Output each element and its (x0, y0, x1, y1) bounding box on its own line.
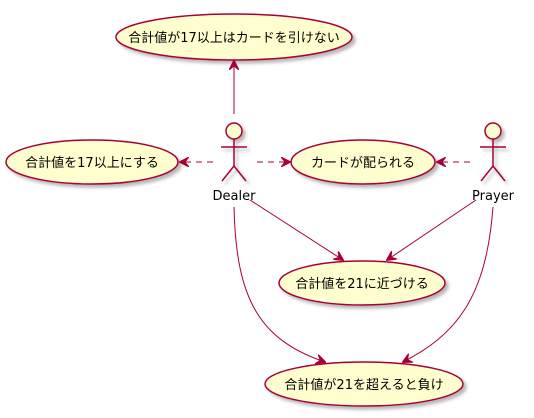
usecase-over-21-lose-label: 合計値が21を超えると負け (284, 377, 443, 393)
usecase-dealt-label: カードが配られる (311, 156, 415, 171)
usecase-cannot-draw-label: 合計値が17以上はカードを引けない (128, 30, 340, 46)
actor-prayer (480, 122, 506, 182)
arrow-prayer-to-approach-21 (387, 199, 477, 260)
usecase-approach-21-label: 合計値を21に近づける (295, 276, 429, 292)
actor-dealer-label: Dealer (213, 189, 257, 204)
usecase-make-17 (5, 139, 179, 185)
usecase-over-21-lose (264, 361, 464, 407)
usecase-make-17-label: 合計値を17以上にする (25, 155, 159, 171)
actor-dealer (221, 122, 247, 182)
arrow-dealer-to-over-21 (233, 206, 325, 362)
usecase-approach-21 (278, 260, 446, 306)
usecase-dealt (290, 139, 436, 185)
actor-prayer-label: Prayer (472, 189, 515, 204)
arrow-dealer-to-approach-21 (249, 199, 343, 260)
arrow-prayer-to-over-21 (403, 206, 494, 362)
